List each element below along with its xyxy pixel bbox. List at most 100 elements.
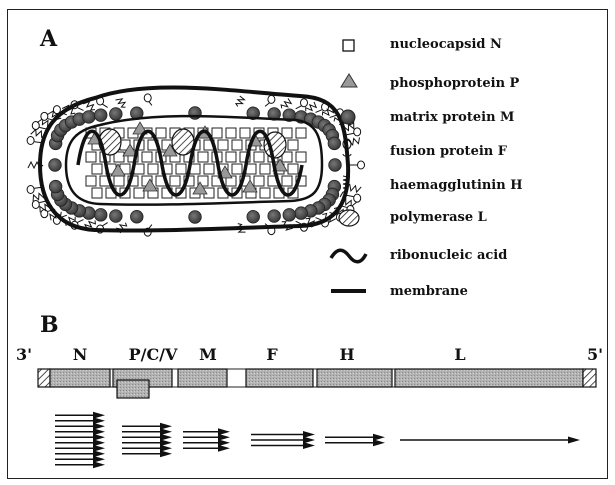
nucleocapsid-square	[232, 164, 242, 174]
fusion-protein-stalk	[330, 115, 337, 117]
nucleocapsid-square	[134, 188, 144, 198]
haemagglutinin-coil	[116, 99, 126, 107]
transcript-arrow-head	[93, 439, 105, 446]
matrix-protein-dot	[328, 137, 341, 150]
fusion-protein-head	[41, 210, 48, 218]
nucleocapsid-square	[86, 152, 96, 162]
matrix-protein-dot	[94, 109, 107, 122]
fusion-protein-head	[32, 122, 39, 130]
fusion-protein-head	[27, 137, 34, 145]
transcript-arrow-head	[93, 423, 105, 430]
transcript-arrow-head	[160, 428, 172, 435]
transcript-arrow-head	[160, 439, 172, 446]
transcript-arrow-head	[373, 434, 385, 441]
transcript-arrow-head	[218, 445, 230, 452]
nucleocapsid-square	[148, 164, 158, 174]
nucleocapsid-square	[92, 188, 102, 198]
gene-c-overlap	[117, 380, 149, 398]
nucleocapsid-square	[142, 152, 152, 162]
transcript-arrow-head	[93, 456, 105, 463]
nucleocapsid-square	[288, 164, 298, 174]
fusion-protein-head	[27, 185, 34, 193]
nucleocapsid-square	[254, 152, 264, 162]
fusion-protein-head	[144, 94, 151, 102]
transcript-arrow-head	[160, 423, 172, 430]
virion-illustration	[27, 88, 364, 237]
polymerase-icon	[339, 210, 359, 226]
gene-f	[246, 369, 313, 387]
transcript-arrow-head	[218, 439, 230, 446]
nucleocapsid-square	[232, 140, 242, 150]
transcript-arrow-head	[160, 445, 172, 452]
fusion-protein-head	[354, 194, 361, 202]
nucleocapsid-square	[212, 128, 222, 138]
matrix-protein-dot	[283, 209, 296, 222]
nucleocapsid-square	[282, 176, 292, 186]
nucleocapsid-square	[92, 164, 102, 174]
matrix-protein-dot	[49, 159, 62, 172]
matrix-protein-dot	[268, 210, 281, 223]
matrix-protein-dot	[189, 211, 202, 224]
transcript-arrow-head	[93, 450, 105, 457]
matrix-protein-dot	[295, 207, 308, 220]
matrix-protein-dot	[83, 111, 96, 124]
haemagglutinin-coil	[236, 96, 245, 106]
nucleocapsid-square	[240, 128, 250, 138]
fusion-protein-head	[32, 200, 39, 208]
matrix-protein-dot	[247, 210, 260, 223]
gene-l	[395, 369, 583, 387]
nucleocapsid-square	[176, 164, 186, 174]
nucleocapsid-square	[204, 164, 214, 174]
transcription-gradient	[55, 412, 580, 469]
nucleocapsid-square	[296, 128, 306, 138]
nucleocapsid-square	[260, 188, 270, 198]
nucleocapsid-square	[254, 176, 264, 186]
matrix-protein-dot	[329, 159, 342, 172]
transcript-arrow-head	[303, 437, 315, 444]
transcript-arrow-head	[160, 434, 172, 441]
transcript-arrow-head	[373, 439, 385, 446]
membrane-bar-icon	[331, 289, 366, 293]
fusion-protein-stalk	[149, 225, 152, 229]
transcript-arrow-head	[93, 445, 105, 452]
fusion-protein-stalk	[102, 104, 107, 107]
gene-m	[178, 369, 227, 387]
nucleocapsid-square	[296, 152, 306, 162]
nucleocapsid-square	[86, 176, 96, 186]
transcript-arrow-head	[93, 417, 105, 424]
nucleocapsid-square	[226, 152, 236, 162]
transcript-arrow-head	[93, 428, 105, 435]
fusion-protein-stalk	[77, 108, 83, 111]
transcript-arrow-head	[303, 431, 315, 438]
transcript-arrow-head	[93, 412, 105, 419]
matrix-protein-dot	[94, 209, 107, 222]
nucleocapsid-square	[288, 140, 298, 150]
transcript-arrow-head	[93, 434, 105, 441]
nucleocapsid-square	[170, 176, 180, 186]
fusion-protein-head	[358, 161, 365, 169]
matrix-protein-dot	[110, 108, 123, 121]
phosphoprotein-icon	[341, 74, 357, 87]
fusion-protein-head	[300, 99, 307, 107]
haemagglutinin-coil	[281, 98, 291, 108]
transcript-arrow-head	[568, 437, 580, 444]
genome-map	[38, 369, 596, 398]
transcript-arrow-head	[218, 434, 230, 441]
transcript-arrow-head	[93, 461, 105, 468]
nucleocapsid-square	[218, 140, 228, 150]
fusion-protein-stalk	[316, 218, 323, 221]
trailer-5prime	[583, 369, 596, 387]
fusion-protein-stalk	[149, 102, 152, 106]
fusion-protein-stalk	[296, 221, 302, 224]
rna-wave-icon	[331, 250, 366, 262]
transcript-arrow-head	[160, 450, 172, 457]
fusion-protein-stalk	[296, 106, 302, 109]
fusion-protein-stalk	[316, 110, 323, 113]
nucleocapsid-square	[198, 152, 208, 162]
nucleocapsid-square	[226, 128, 236, 138]
matrix-protein-icon	[341, 110, 355, 124]
transcript-arrow-head	[218, 428, 230, 435]
fusion-protein-stalk	[265, 103, 269, 106]
fusion-protein-head	[41, 112, 48, 120]
